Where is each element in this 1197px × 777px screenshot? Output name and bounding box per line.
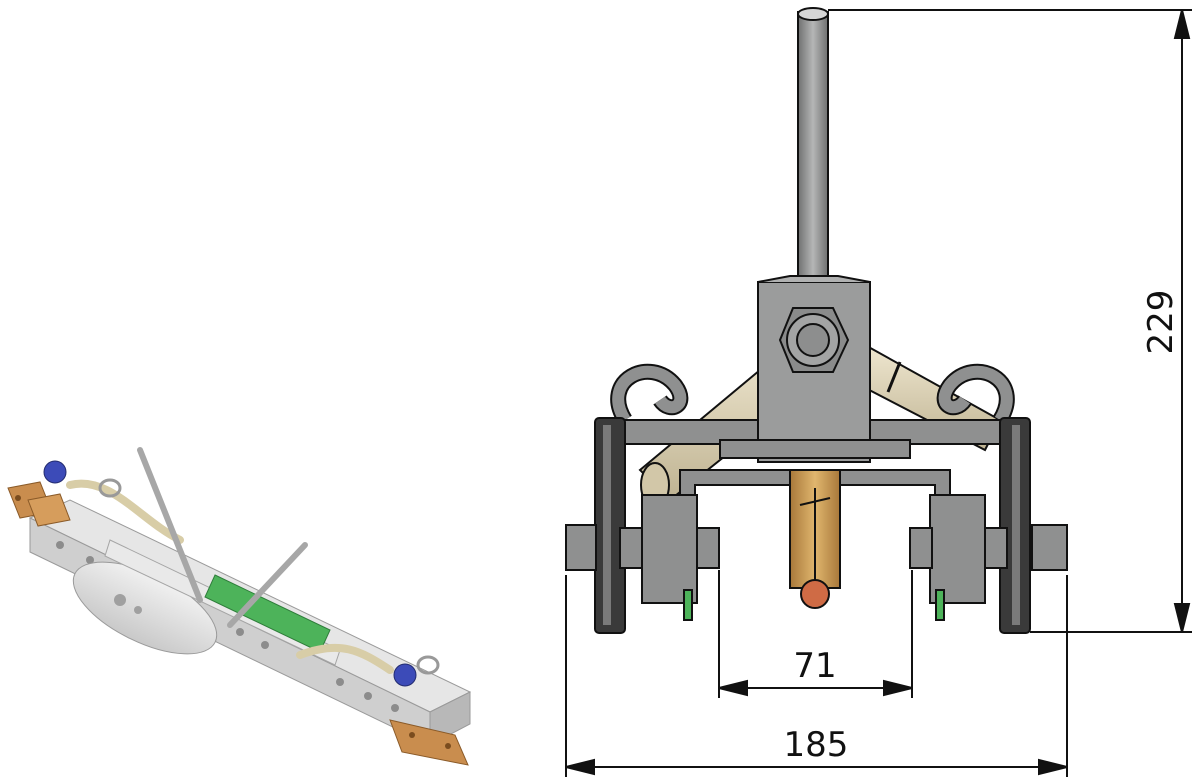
iso-beige-cable-right [296, 643, 394, 674]
isometric-view [7, 447, 472, 766]
iso-rail-holes [56, 541, 399, 712]
side-nut-inner-right-2 [909, 527, 933, 569]
hook-loop-right-fill [938, 365, 1013, 424]
side-nut-inner-left [619, 527, 643, 569]
height-label: 229 [1141, 290, 1181, 355]
iso-loop-left [98, 478, 122, 498]
side-nut-r2 [984, 527, 1008, 569]
inner-bracket-left [641, 494, 698, 604]
inner-bracket-right [929, 494, 986, 604]
inner-width-label: 71 [793, 646, 836, 686]
side-nut-outer-left [565, 524, 597, 571]
iso-blue-insulator-left [43, 460, 67, 484]
iso-loop-right [416, 655, 440, 675]
iso-blue-insulator-right [393, 663, 417, 687]
green-pin-left [683, 589, 693, 621]
copper-tip [800, 579, 830, 609]
iso-rod-1 [137, 447, 203, 603]
outer-width-label: 185 [784, 725, 849, 765]
iso-rod-2 [227, 542, 308, 628]
iso-copper-terminal-right [389, 719, 469, 766]
dimensions [565, 9, 1192, 777]
hook-loop-left-fill [612, 365, 687, 424]
front-view [565, 7, 1068, 634]
side-nut-inner-right [696, 527, 720, 569]
green-pin-right [935, 589, 945, 621]
iso-copper-terminal-left-2 [27, 493, 71, 527]
iso-rail-front [29, 517, 431, 746]
vertical-rod [797, 11, 829, 288]
iso-beige-cable-left [66, 479, 184, 544]
side-nut-outer-right [1031, 524, 1068, 571]
